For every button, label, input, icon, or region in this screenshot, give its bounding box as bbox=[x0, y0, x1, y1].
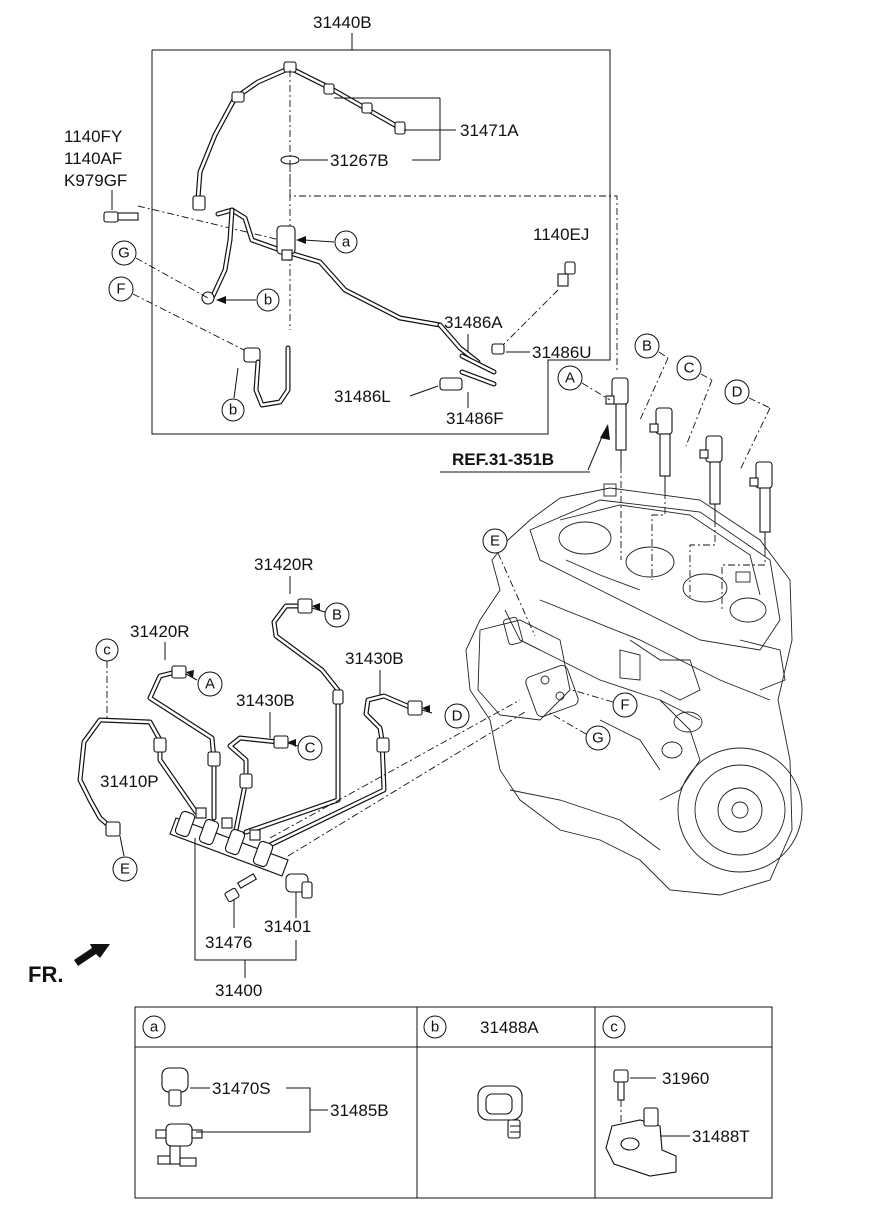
callout-G-2-letter: G bbox=[592, 730, 604, 747]
label-31485B: 31485B bbox=[330, 1101, 389, 1120]
table-callout-c bbox=[602, 1015, 626, 1039]
label-31440B: 31440B bbox=[313, 13, 372, 32]
pipe-31430B-C bbox=[227, 735, 289, 833]
label-31401: 31401 bbox=[264, 917, 311, 936]
bolt-1140EJ-icon bbox=[557, 261, 576, 287]
callout-A-1 bbox=[557, 365, 583, 391]
table-callout-b bbox=[423, 1015, 447, 1039]
detail-table bbox=[134, 1006, 773, 1199]
label-31471A: 31471A bbox=[460, 121, 519, 140]
label-1140FY: 1140FY bbox=[64, 127, 122, 146]
callout-b-1 bbox=[256, 288, 280, 312]
label-31410P: 31410P bbox=[100, 772, 159, 791]
label-31486U: 31486U bbox=[532, 343, 592, 362]
ref-label: REF.31-351B bbox=[452, 450, 554, 469]
bolt-icon bbox=[103, 211, 139, 223]
connector-31488A bbox=[477, 1085, 523, 1139]
pipe-31420R-A bbox=[147, 665, 221, 821]
callout-C-2-letter: C bbox=[305, 740, 316, 757]
return-hose-pipe bbox=[192, 61, 452, 211]
label-31400: 31400 bbox=[215, 981, 262, 1000]
callout-B-2 bbox=[324, 602, 350, 628]
sensor-31470S bbox=[161, 1067, 189, 1107]
label-31486L: 31486L bbox=[334, 387, 391, 406]
fuel-rail bbox=[169, 807, 289, 877]
engine-block bbox=[465, 483, 803, 896]
pipe-31410P-E bbox=[77, 717, 199, 837]
front-label: FR. bbox=[28, 962, 63, 987]
callout-B-2-letter: B bbox=[332, 607, 342, 624]
label-31486F: 31486F bbox=[446, 409, 504, 428]
callout-D-1-letter: D bbox=[732, 384, 743, 401]
callout-G-1-letter: G bbox=[118, 245, 130, 262]
callout-a-1 bbox=[334, 230, 358, 254]
front-arrow-icon bbox=[74, 944, 110, 966]
callout-A-2-letter: A bbox=[205, 676, 215, 693]
table-callout-a bbox=[142, 1015, 166, 1039]
callout-D-1 bbox=[724, 379, 750, 405]
callout-b-1-letter: b bbox=[264, 292, 272, 309]
label-1140AF: 1140AF bbox=[64, 149, 122, 168]
callout-G-1 bbox=[111, 240, 137, 266]
pipe-31430B-D bbox=[265, 693, 423, 849]
callout-B-1-letter: B bbox=[642, 338, 652, 355]
label-31420R-upper: 31420R bbox=[254, 555, 314, 574]
callout-C-1 bbox=[676, 355, 702, 381]
injector-C bbox=[699, 435, 723, 520]
pipe-31420R-B bbox=[243, 598, 344, 835]
callout-E-2 bbox=[112, 856, 138, 882]
connector-31485B bbox=[155, 1123, 203, 1167]
callout-A-2 bbox=[197, 671, 223, 697]
callout-E-1 bbox=[482, 528, 508, 554]
callout-F-2-letter: F bbox=[620, 697, 629, 714]
callout-E-1-letter: E bbox=[490, 533, 500, 550]
callout-C-2 bbox=[297, 735, 323, 761]
callout-b-2 bbox=[221, 398, 245, 422]
table-callout-c-letter: c bbox=[610, 1019, 618, 1036]
callout-C-1-letter: C bbox=[684, 360, 695, 377]
table-header-31488A: 31488A bbox=[480, 1018, 539, 1037]
bolt-31960-icon bbox=[613, 1069, 629, 1101]
callout-A-1-letter: A bbox=[565, 370, 575, 387]
callout-F-1-letter: F bbox=[116, 281, 125, 298]
table-callout-a-letter: a bbox=[150, 1019, 159, 1036]
callout-B-1 bbox=[634, 333, 660, 359]
label-31430B-middle: 31430B bbox=[236, 691, 295, 710]
callout-G-2 bbox=[585, 725, 611, 751]
pressure-sensor-31401 bbox=[285, 873, 313, 899]
label-1140EJ: 1140EJ bbox=[533, 225, 589, 244]
bracket-31488T bbox=[605, 1107, 677, 1177]
label-31960: 31960 bbox=[662, 1069, 709, 1088]
return-hose-box bbox=[151, 49, 611, 435]
label-31420R-lower: 31420R bbox=[130, 622, 190, 641]
clip-31486U bbox=[491, 343, 505, 355]
injector-B bbox=[649, 407, 673, 492]
return-connector bbox=[201, 207, 481, 365]
callout-D-2-letter: D bbox=[452, 708, 463, 725]
callout-a-1-letter: a bbox=[342, 234, 351, 251]
label-31470S: 31470S bbox=[212, 1079, 271, 1098]
label-31486A: 31486A bbox=[444, 313, 503, 332]
label-31476: 31476 bbox=[205, 933, 252, 952]
callout-c-1-letter: c bbox=[103, 642, 111, 659]
callout-F-2 bbox=[612, 692, 638, 718]
clip-cluster bbox=[439, 353, 497, 391]
table-callout-b-letter: b bbox=[431, 1019, 439, 1036]
fitting-F bbox=[243, 347, 261, 363]
label-31430B-right: 31430B bbox=[345, 649, 404, 668]
label-31488T: 31488T bbox=[692, 1127, 750, 1146]
callout-E-2-letter: E bbox=[120, 861, 130, 878]
callout-F-1 bbox=[108, 276, 134, 302]
label-K979GF: K979GF bbox=[64, 171, 127, 190]
injector-D bbox=[749, 461, 773, 550]
bolt-31476-icon bbox=[224, 873, 258, 903]
injector-A bbox=[605, 377, 629, 466]
callout-D-2 bbox=[444, 703, 470, 729]
callout-b-2-letter: b bbox=[229, 402, 237, 419]
label-31267B: 31267B bbox=[330, 151, 389, 170]
